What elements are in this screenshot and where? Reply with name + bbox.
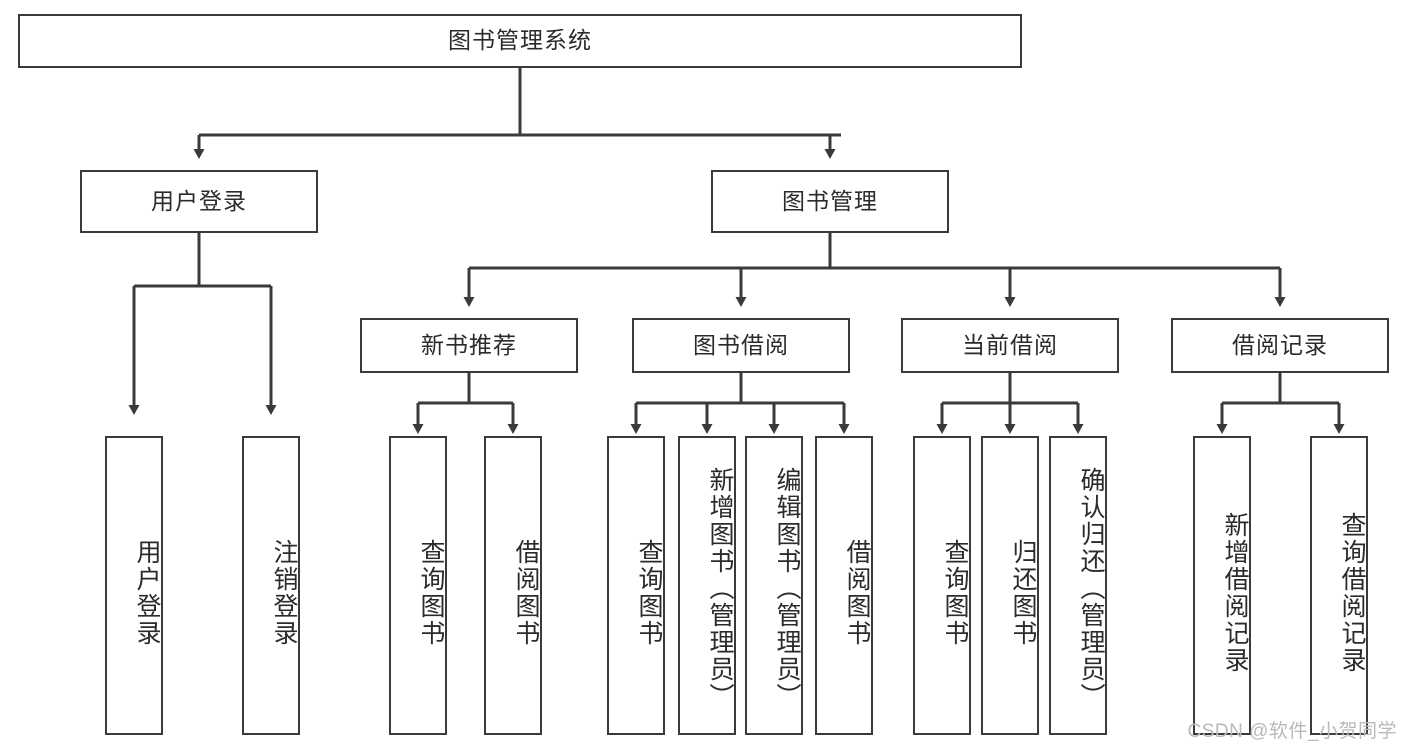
leaf-edit-book-admin[interactable]: 编辑图书（管理员）	[745, 436, 803, 735]
node-root-book-management-system[interactable]: 图书管理系统	[18, 14, 1022, 68]
leaf-query-book-borrow[interactable]: 查询图书	[607, 436, 665, 735]
leaf-confirm-return-admin[interactable]: 确认归还（管理员）	[1049, 436, 1107, 735]
leaf-add-book-admin[interactable]: 新增图书（管理员）	[678, 436, 736, 735]
node-book-management[interactable]: 图书管理	[711, 170, 949, 233]
node-label: 借阅图书	[512, 538, 540, 647]
node-new-book-recommend[interactable]: 新书推荐	[360, 318, 578, 373]
node-user-login[interactable]: 用户登录	[80, 170, 318, 233]
leaf-query-borrow-record[interactable]: 查询借阅记录	[1310, 436, 1368, 735]
leaf-query-book-current[interactable]: 查询图书	[913, 436, 971, 735]
node-label: 图书管理系统	[448, 27, 592, 54]
node-label: 编辑图书（管理员）	[773, 467, 801, 710]
leaf-return-book[interactable]: 归还图书	[981, 436, 1039, 735]
node-label: 当前借阅	[962, 331, 1058, 358]
node-label: 查询图书	[941, 538, 969, 647]
leaf-user-login[interactable]: 用户登录	[105, 436, 163, 735]
node-label: 新书推荐	[421, 331, 517, 358]
node-label: 归还图书	[1009, 538, 1037, 647]
node-book-borrow[interactable]: 图书借阅	[632, 318, 850, 373]
node-label: 确认归还（管理员）	[1077, 467, 1105, 710]
node-borrow-record[interactable]: 借阅记录	[1171, 318, 1389, 373]
node-label: 用户登录	[133, 538, 161, 647]
node-current-borrow[interactable]: 当前借阅	[901, 318, 1119, 373]
leaf-borrow-book-recommend[interactable]: 借阅图书	[484, 436, 542, 735]
node-label: 借阅记录	[1232, 331, 1328, 358]
node-label: 查询图书	[417, 538, 445, 647]
node-label: 查询借阅记录	[1338, 511, 1366, 674]
node-label: 新增借阅记录	[1221, 511, 1249, 674]
leaf-add-borrow-record[interactable]: 新增借阅记录	[1193, 436, 1251, 735]
leaf-logout[interactable]: 注销登录	[242, 436, 300, 735]
leaf-query-book-recommend[interactable]: 查询图书	[389, 436, 447, 735]
node-label: 查询图书	[635, 538, 663, 647]
leaf-borrow-book[interactable]: 借阅图书	[815, 436, 873, 735]
node-label: 用户登录	[151, 187, 247, 214]
node-label: 图书管理	[782, 187, 878, 214]
node-label: 注销登录	[270, 538, 298, 647]
node-label: 图书借阅	[693, 331, 789, 358]
node-label: 新增图书（管理员）	[706, 467, 734, 710]
node-label: 借阅图书	[843, 538, 871, 647]
